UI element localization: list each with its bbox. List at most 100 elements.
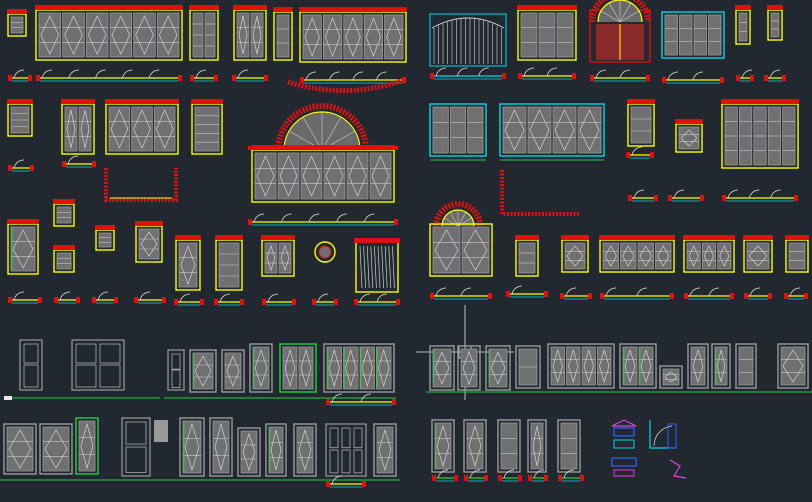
plan-jamb bbox=[8, 165, 12, 171]
door-upper-panel bbox=[99, 343, 121, 364]
decorative-glazing bbox=[345, 348, 357, 388]
pane-border bbox=[560, 422, 578, 470]
pane-border bbox=[302, 14, 322, 60]
plan-jamb bbox=[506, 291, 510, 297]
glass-pane bbox=[283, 347, 297, 389]
door-leaf bbox=[19, 339, 43, 391]
glass-pane bbox=[11, 17, 23, 33]
plan-jamb bbox=[162, 297, 166, 303]
pane-border bbox=[664, 14, 678, 56]
pane-border bbox=[131, 106, 153, 152]
pane-border bbox=[268, 426, 284, 474]
lintel-hatch bbox=[7, 219, 39, 224]
glass-pane bbox=[679, 15, 692, 55]
lintel-hatch bbox=[189, 5, 219, 10]
decorative-glazing bbox=[462, 351, 476, 385]
plan-jamb bbox=[454, 475, 458, 481]
plan-jamb bbox=[626, 152, 630, 158]
door-swing-arc bbox=[523, 67, 535, 77]
door-swing-arc bbox=[636, 287, 648, 297]
pane-border bbox=[701, 242, 717, 270]
glass-pane bbox=[251, 13, 263, 57]
lintel-hatch bbox=[61, 99, 95, 104]
glass-pane bbox=[377, 427, 393, 473]
door-swing-arc bbox=[376, 293, 388, 303]
pane-border bbox=[376, 346, 392, 390]
door-window-frame bbox=[429, 103, 487, 157]
decorative-glazing bbox=[579, 109, 600, 151]
decorative-glazing bbox=[345, 17, 361, 57]
lintel-hatch bbox=[517, 5, 577, 10]
plan-jamb bbox=[394, 219, 398, 225]
glass-pane bbox=[597, 347, 611, 385]
door-window-frame bbox=[189, 349, 217, 393]
door-window-frame bbox=[515, 345, 541, 389]
door-upper-panel bbox=[125, 421, 147, 445]
lintel-hatch bbox=[599, 235, 675, 240]
pane-border bbox=[630, 106, 652, 144]
pane-border bbox=[500, 422, 518, 470]
plan-jamb bbox=[174, 299, 178, 305]
glass-pane bbox=[213, 421, 229, 473]
plan-jamb bbox=[262, 299, 266, 305]
plan-jamb bbox=[214, 299, 218, 305]
decorative-glazing bbox=[782, 349, 804, 383]
plan-jamb bbox=[488, 293, 492, 299]
decorative-glazing bbox=[599, 348, 610, 384]
glass-pane bbox=[62, 13, 85, 57]
decorative-glazing bbox=[386, 17, 402, 57]
decorative-glazing bbox=[80, 109, 90, 149]
door-swing-arc bbox=[305, 71, 317, 81]
glass-pane bbox=[7, 427, 33, 471]
door-swing-arc bbox=[631, 146, 643, 156]
plan-jamb bbox=[684, 293, 688, 299]
decorative-glazing bbox=[639, 245, 652, 267]
door-swing-arc bbox=[376, 71, 387, 81]
plan-jamb bbox=[720, 77, 724, 83]
glass-pane bbox=[139, 229, 159, 259]
door-swing-arc bbox=[308, 213, 320, 223]
glass-pane bbox=[565, 243, 585, 269]
plan-jamb bbox=[30, 165, 34, 171]
decorative-glazing bbox=[371, 155, 390, 197]
pane-border bbox=[85, 12, 109, 58]
plan-jamb bbox=[750, 75, 754, 81]
decorative-glazing bbox=[529, 109, 550, 151]
decorative-glazing bbox=[604, 245, 617, 267]
pane-border bbox=[690, 346, 706, 386]
door-swing-arc bbox=[41, 69, 53, 79]
decorative-glazing bbox=[80, 422, 94, 470]
door-window-frame bbox=[3, 423, 37, 475]
plan-jamb bbox=[764, 75, 768, 81]
decorative-glazing bbox=[184, 422, 200, 472]
pane-border bbox=[527, 106, 552, 154]
pane-border bbox=[738, 12, 748, 42]
section-detail-cap bbox=[611, 419, 637, 427]
glass-pane bbox=[65, 107, 77, 151]
pane-border bbox=[156, 12, 180, 58]
decorative-glazing bbox=[256, 155, 275, 197]
lintel-hatch bbox=[53, 199, 75, 204]
glass-pane bbox=[86, 13, 108, 57]
door-window-frame bbox=[661, 11, 725, 59]
pane-border bbox=[577, 106, 602, 154]
pane-border bbox=[322, 14, 343, 60]
door-swing-arc bbox=[219, 293, 231, 303]
plan-jamb bbox=[264, 75, 268, 81]
door-lower-panel bbox=[341, 449, 351, 474]
gate-frame bbox=[429, 13, 507, 67]
fanlight-spoke bbox=[619, 2, 632, 23]
plan-jamb bbox=[396, 299, 400, 305]
plan-jamb bbox=[670, 293, 674, 299]
plan-jamb bbox=[794, 195, 798, 201]
decorative-glazing bbox=[87, 15, 107, 55]
door-swing-arc bbox=[59, 291, 71, 301]
decorative-glazing bbox=[583, 348, 594, 384]
door-window-frame bbox=[373, 423, 397, 477]
door-swing-arc bbox=[633, 189, 645, 199]
decorative-glazing bbox=[568, 348, 579, 384]
decorative-glazing bbox=[365, 17, 381, 57]
section-detail-jamb bbox=[613, 439, 635, 449]
